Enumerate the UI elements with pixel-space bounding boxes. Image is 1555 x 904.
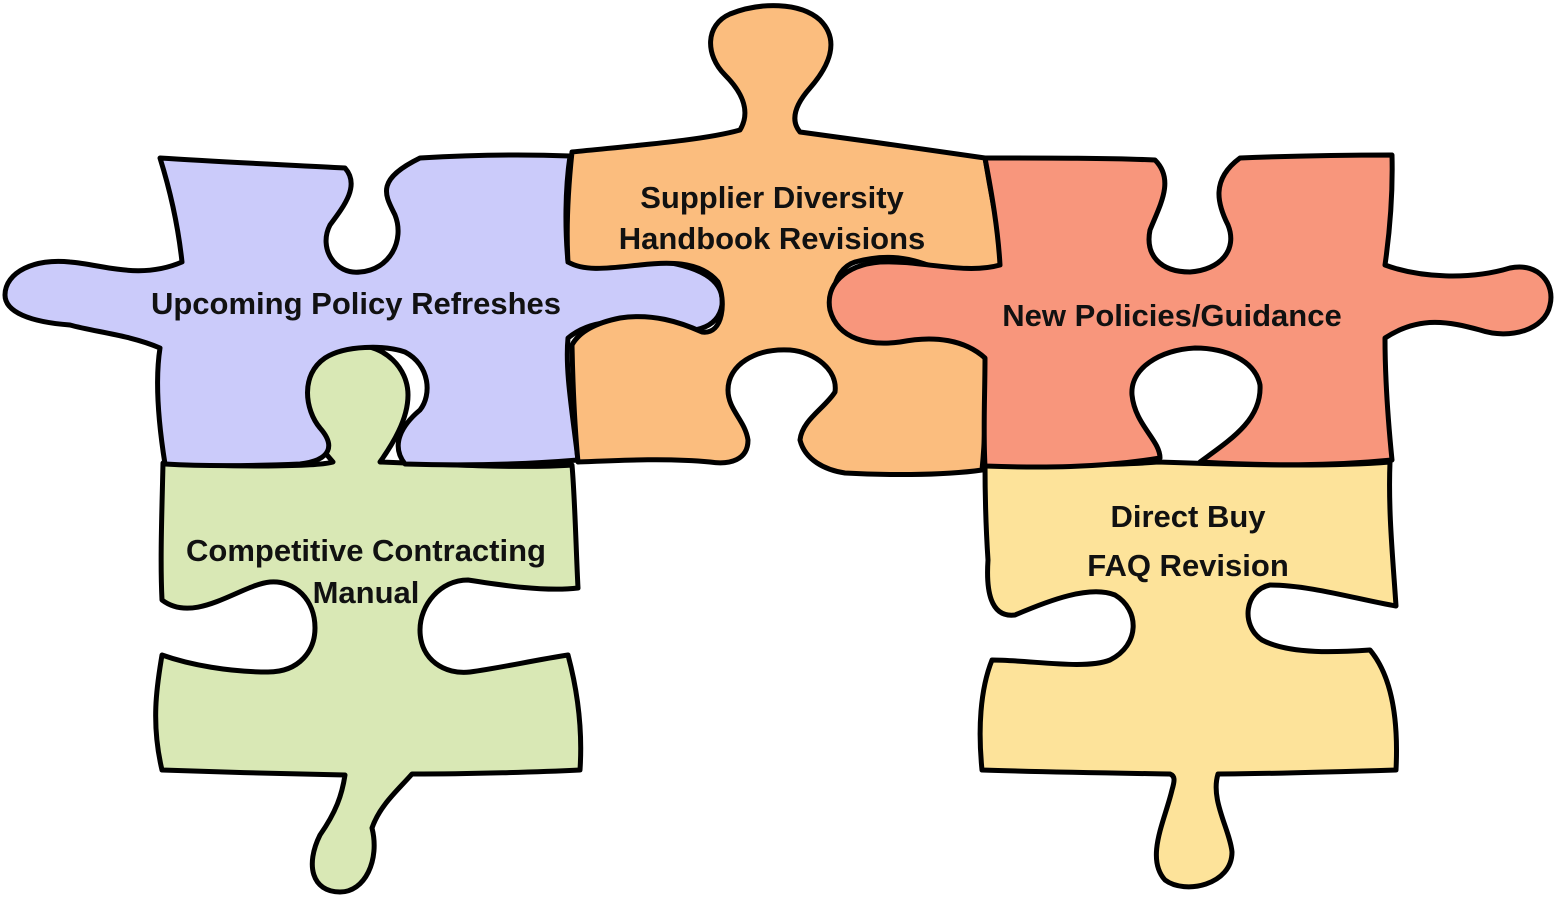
puzzle-piece-shape xyxy=(153,342,584,895)
label-direct-buy: Direct Buy xyxy=(1110,499,1266,534)
label-handbook-revisions: Handbook Revisions xyxy=(619,221,926,256)
puzzle-piece-shape xyxy=(826,152,1554,470)
puzzle-piece-competitive-contracting xyxy=(153,342,584,895)
puzzle-piece-upcoming-policy xyxy=(2,152,725,468)
puzzle-piece-shape xyxy=(977,459,1400,890)
label-upcoming-policy-refreshes: Upcoming Policy Refreshes xyxy=(151,286,561,321)
puzzle-piece-supplier-diversity xyxy=(564,3,1008,478)
label-competitive-contracting: Competitive Contracting xyxy=(186,533,546,568)
label-faq-revision: FAQ Revision xyxy=(1087,548,1289,583)
puzzle-piece-direct-buy xyxy=(977,459,1400,890)
puzzle-piece-shape xyxy=(2,152,725,468)
puzzle-piece-new-policies xyxy=(826,152,1554,470)
label-new-policies-guidance: New Policies/Guidance xyxy=(1002,298,1341,333)
label-manual: Manual xyxy=(313,575,420,610)
puzzle-piece-shape xyxy=(564,3,1008,478)
label-supplier-diversity: Supplier Diversity xyxy=(640,180,904,215)
